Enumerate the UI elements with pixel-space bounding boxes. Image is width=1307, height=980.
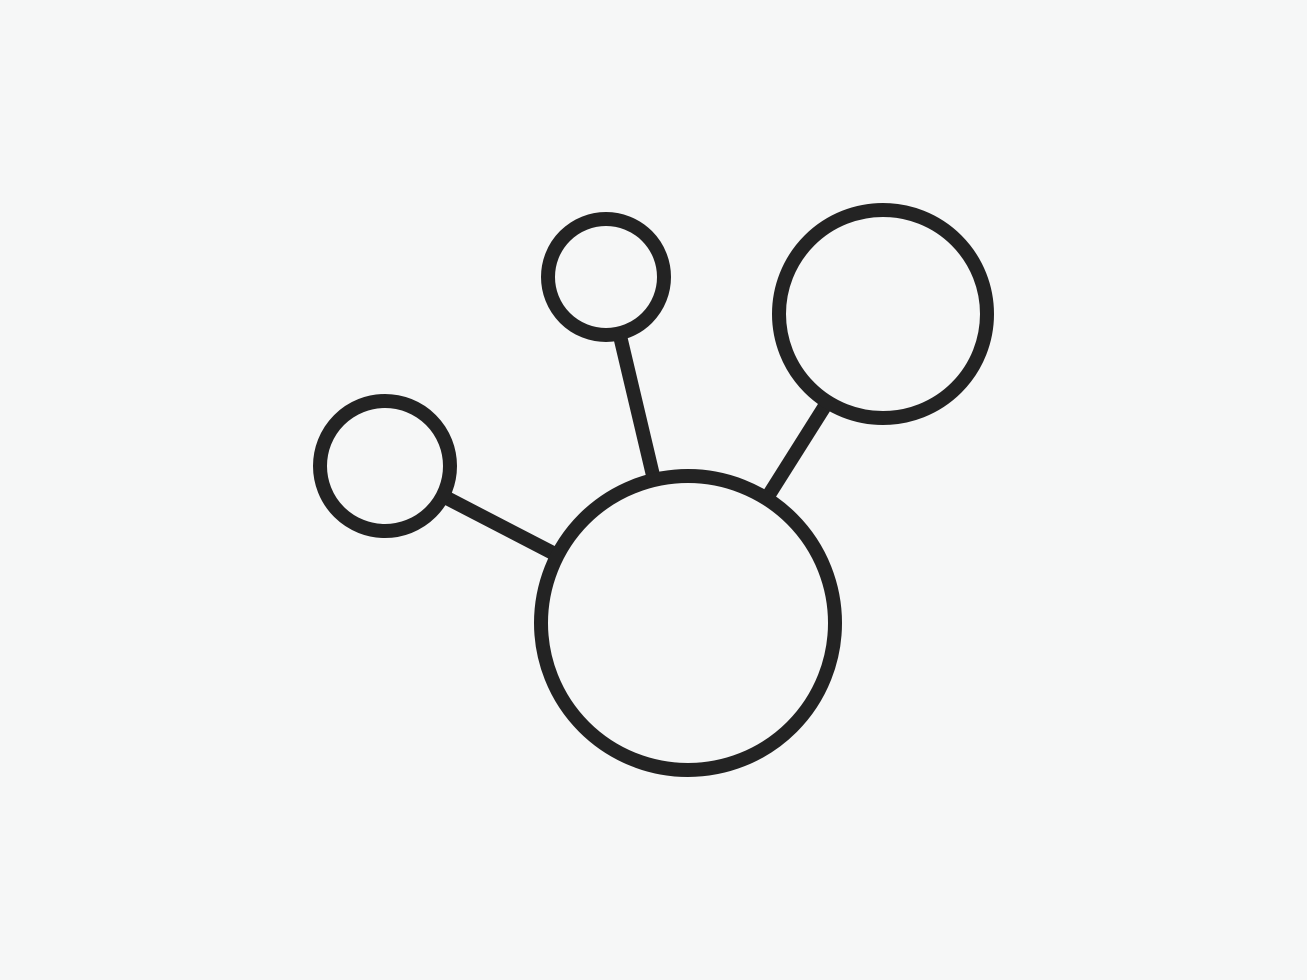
node-top-right [772,203,994,425]
nodes [313,203,994,777]
edge-hub-top [612,331,661,482]
node-top [541,212,671,342]
edge-hub-top-right [760,398,834,503]
edges [439,331,834,562]
edge-hub-left [439,489,561,562]
node-left [313,394,457,538]
node-hub [534,469,842,777]
